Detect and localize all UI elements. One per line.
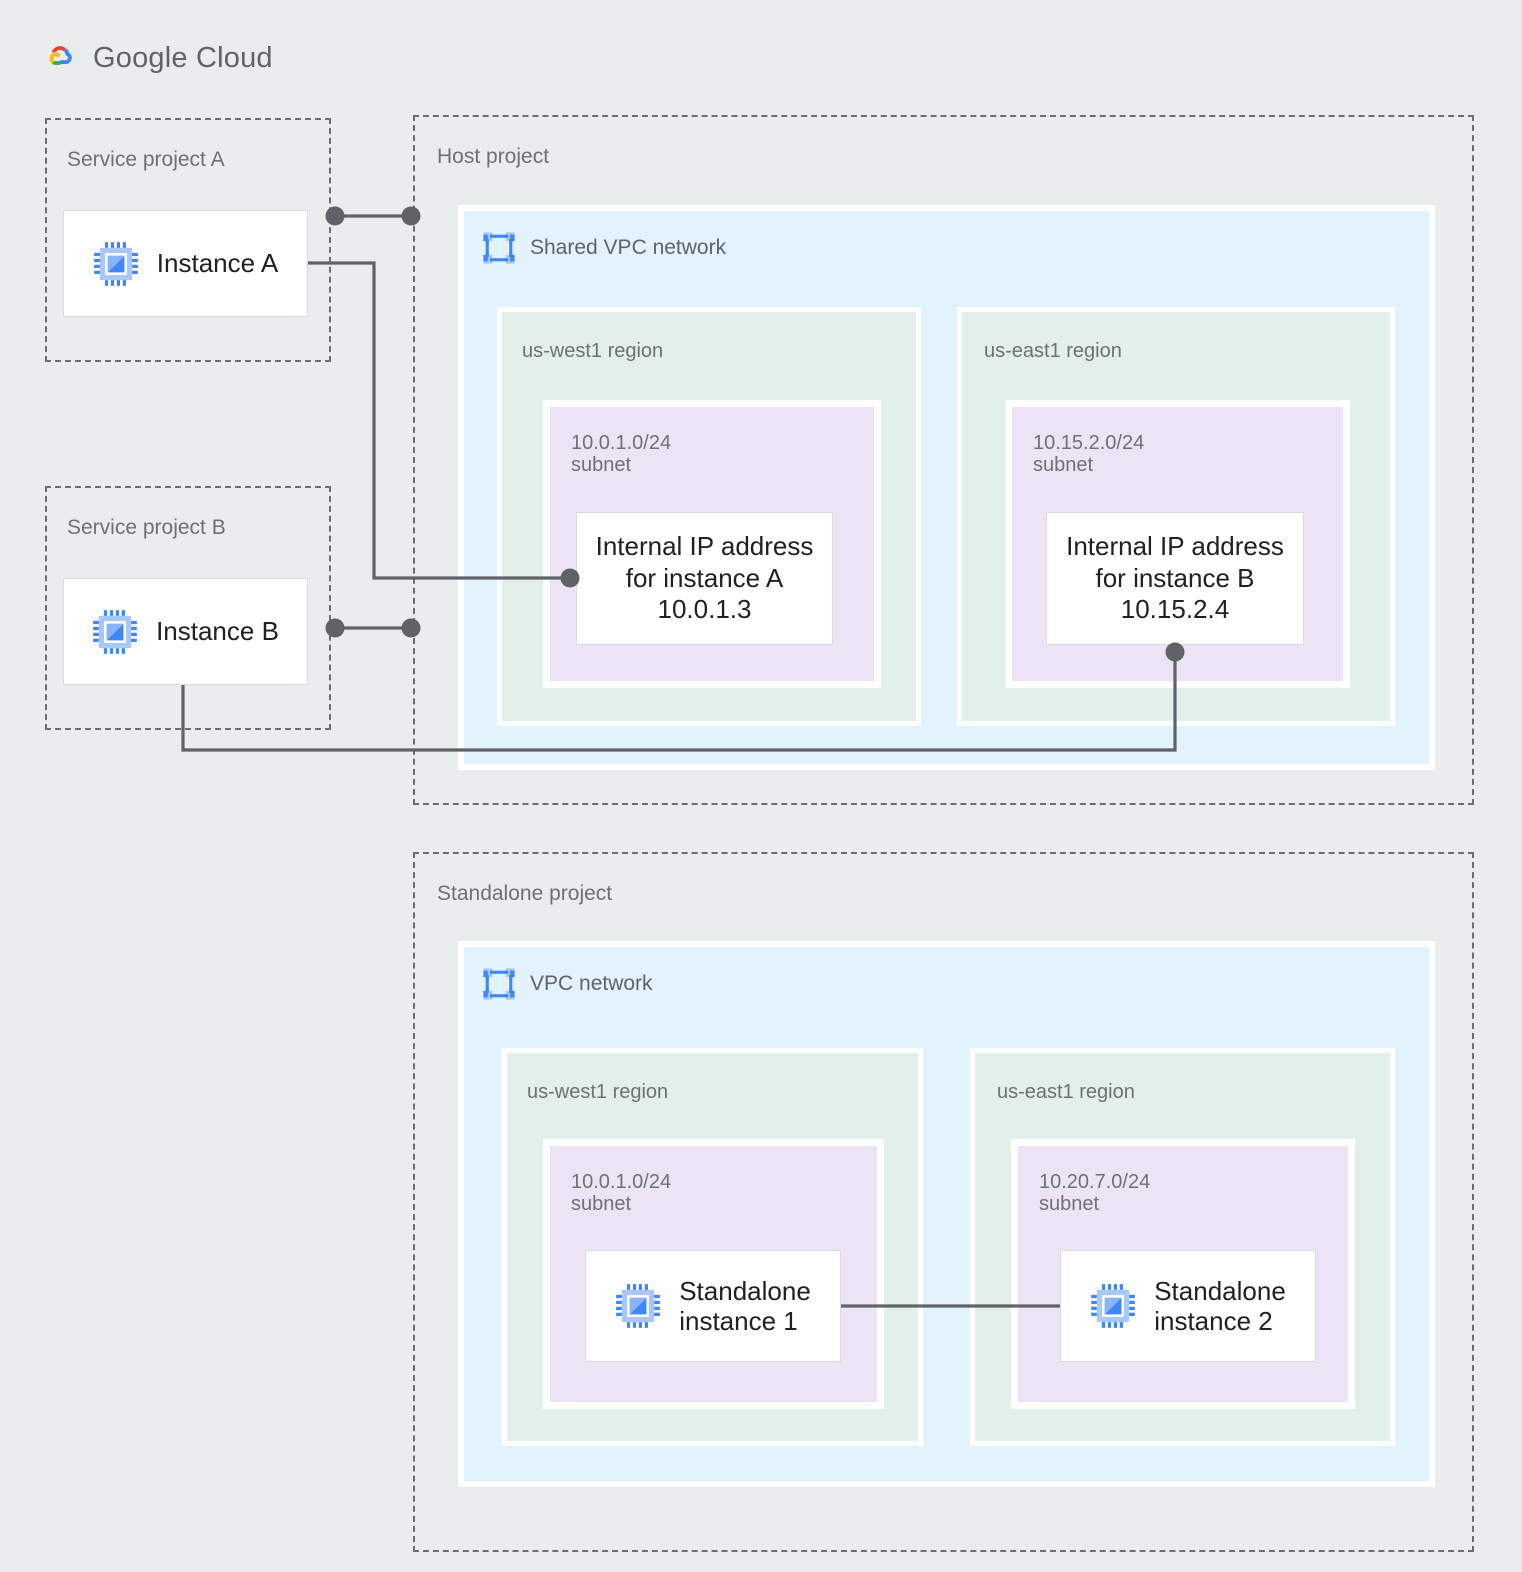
standalone-instance-1-label: Standalone instance 1 [679, 1275, 811, 1336]
internal-ip-b-address: 10.15.2.4 [1120, 594, 1230, 625]
instance-a-label: Instance A [156, 248, 279, 279]
compute-instance-icon [93, 241, 138, 286]
standalone-project-title: Standalone project [437, 882, 613, 905]
shared-vpc-network-title: Shared VPC network [530, 236, 727, 259]
standalone-vpc-network-title: VPC network [530, 972, 653, 995]
standalone-subnet-us-east1-cidr: 10.20.7.0/24 [1039, 1171, 1151, 1193]
host-region-us-east1-label: us-east1 region [984, 340, 1122, 362]
compute-instance-icon [1091, 1284, 1136, 1328]
service-project-a-container: Service project A [45, 118, 331, 362]
vpc-network-icon [483, 232, 515, 264]
vpc-network-icon [483, 968, 515, 1000]
host-subnet-us-west1-cidr: 10.0.1.0/24 [571, 432, 672, 454]
host-region-us-west1-label: us-west1 region [522, 340, 664, 362]
standalone-region-us-west1-label: us-west1 region [527, 1081, 669, 1103]
service-project-a-title: Service project A [67, 148, 225, 171]
google-cloud-wordmark: Google Cloud [93, 42, 273, 75]
internal-ip-a-address: 10.0.1.3 [657, 594, 752, 625]
standalone-subnet-us-west1-kind: subnet [571, 1193, 632, 1215]
google-cloud-logo-icon [49, 46, 72, 65]
host-project-title: Host project [437, 145, 550, 168]
shared-vpc-network-header: Shared VPC network [482, 231, 726, 265]
compute-instance-icon [616, 1284, 661, 1328]
standalone-vpc-network-header: VPC network [482, 967, 653, 1001]
standalone-instance-1-card[interactable]: Standalone instance 1 [585, 1250, 841, 1362]
brand-name-light: Cloud [187, 41, 273, 74]
compute-instance-icon [93, 609, 137, 654]
instance-b-card[interactable]: Instance B [63, 578, 308, 685]
google-cloud-logo: Google Cloud [36, 36, 273, 80]
standalone-instance-2-label: Standalone instance 2 [1154, 1275, 1286, 1336]
standalone-project-container: Standalone project [413, 852, 1474, 1552]
internal-ip-a-line2: for instance A [625, 562, 784, 593]
standalone-region-us-east1-label: us-east1 region [997, 1081, 1135, 1103]
service-project-b-title: Service project B [67, 516, 226, 539]
standalone-subnet-us-east1-kind: subnet [1039, 1193, 1100, 1215]
instance-b-label: Instance B [156, 616, 279, 647]
internal-ip-b-line1: Internal IP address [1066, 530, 1284, 561]
internal-ip-b-line2: for instance B [1095, 562, 1255, 593]
host-subnet-us-east1-cidr: 10.15.2.0/24 [1033, 432, 1145, 454]
standalone-subnet-us-west1-cidr: 10.0.1.0/24 [571, 1171, 672, 1193]
standalone-instance-2-card[interactable]: Standalone instance 2 [1060, 1250, 1316, 1362]
brand-name-bold: Google [93, 41, 188, 74]
instance-a-card[interactable]: Instance A [63, 210, 308, 317]
host-subnet-us-east1-kind: subnet [1033, 454, 1094, 476]
host-subnet-us-west1-kind: subnet [571, 454, 632, 476]
internal-ip-a-line1: Internal IP address [595, 530, 814, 561]
